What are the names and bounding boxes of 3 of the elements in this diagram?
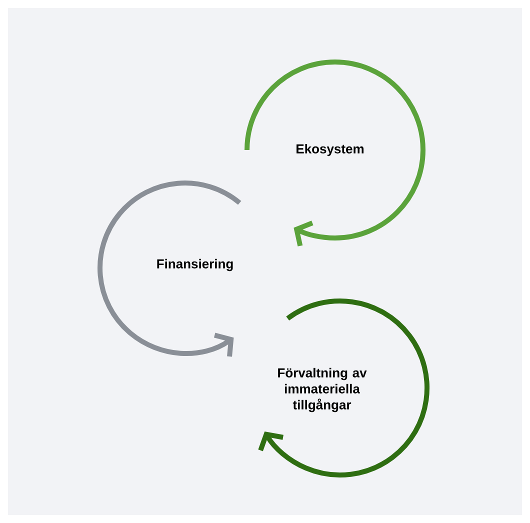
cycle-label: Ekosystem [296, 144, 364, 156]
cycle-label: Finansiering [157, 258, 233, 272]
cycle-label: Förvaltning av immateriella tillgångar [278, 368, 367, 412]
